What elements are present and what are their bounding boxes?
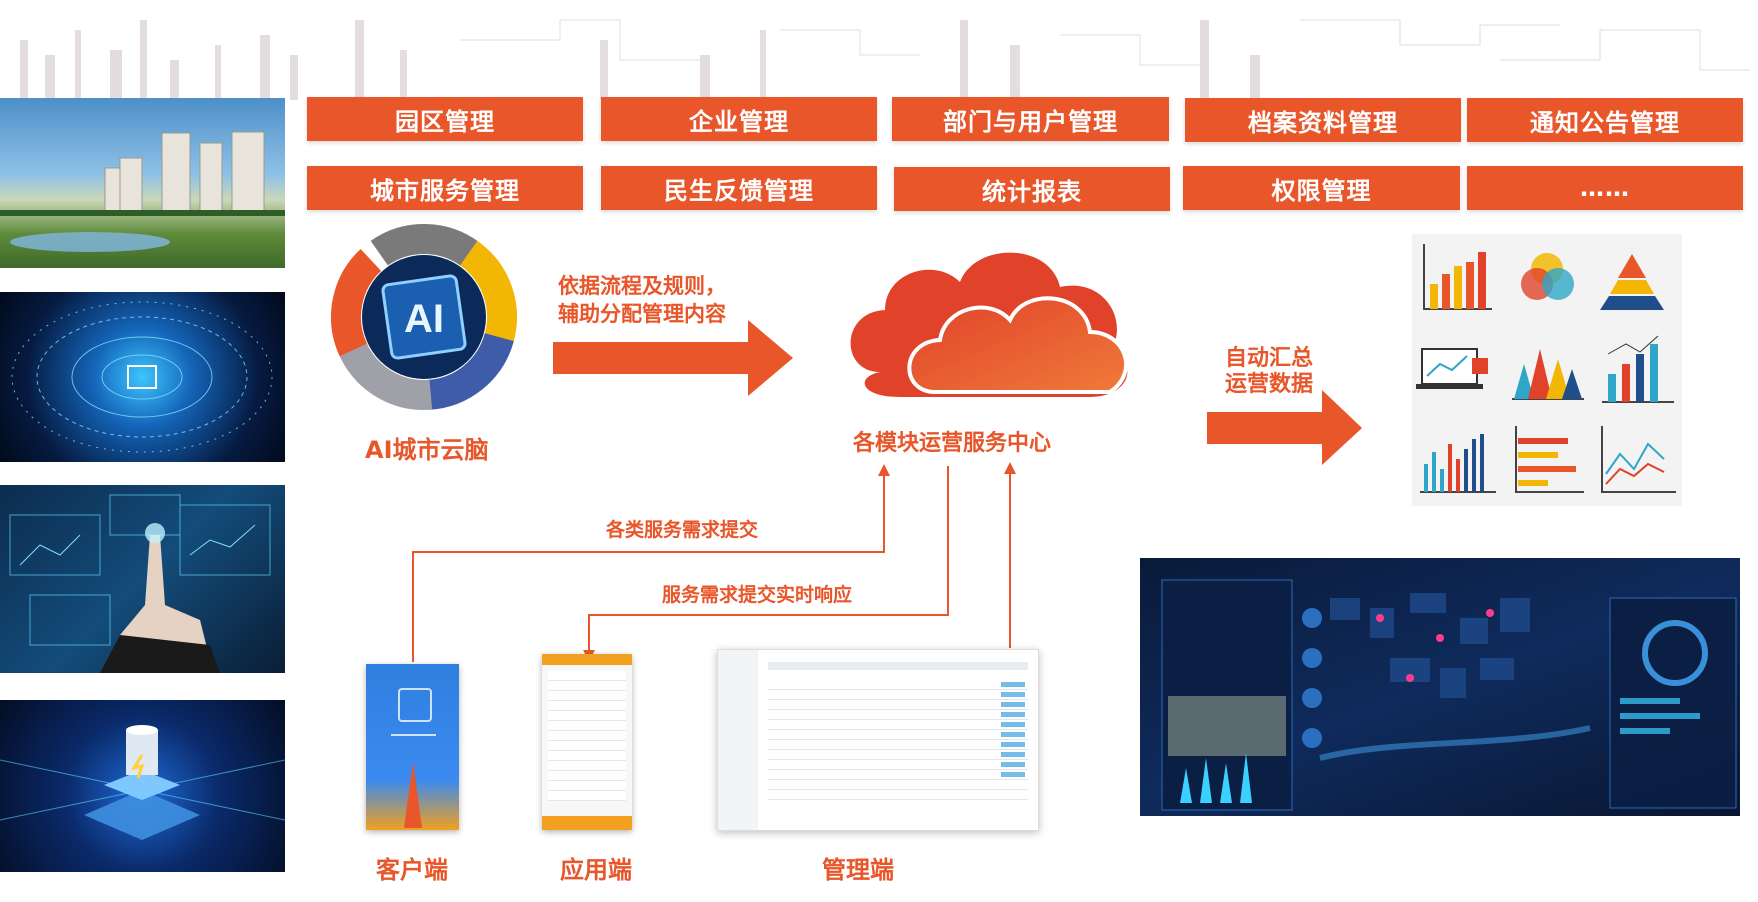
module-more[interactable]: ……	[1467, 166, 1743, 210]
customer-app-screen	[366, 664, 459, 830]
auto-summary-line2: 运营数据	[1225, 372, 1314, 397]
module-archive[interactable]: 档案资料管理	[1185, 98, 1461, 142]
customer-label: 客户端	[376, 856, 448, 884]
stats-chart-icons	[1412, 234, 1682, 506]
cloud-icon	[850, 252, 1129, 397]
response-text: 服务需求提交实时响应	[662, 584, 853, 606]
module-permission[interactable]: 权限管理	[1183, 166, 1460, 210]
combo-chart-icon	[1602, 335, 1674, 403]
laptop-chart-icon	[1416, 348, 1488, 389]
module-statistics[interactable]: 统计报表	[894, 167, 1170, 211]
rule-text-line1: 依据流程及规则，	[558, 274, 726, 298]
ai-brain-icon: AI	[330, 224, 517, 410]
module-city-service[interactable]: 城市服务管理	[307, 166, 583, 210]
touch-hand-photo	[0, 485, 285, 673]
admin-label: 管理端	[822, 856, 894, 884]
module-park[interactable]: 园区管理	[307, 97, 583, 141]
pyramid-chart-icon	[1600, 254, 1664, 310]
ai-brain-label: AI城市云脑	[365, 436, 489, 464]
skyline-background	[20, 19, 1750, 100]
module-enterprise[interactable]: 企业管理	[601, 97, 877, 141]
mountain-chart-icon	[1512, 349, 1584, 400]
bar-chart-icon	[1423, 244, 1492, 310]
arrow-right-icon	[553, 320, 793, 396]
tech-chip-photo	[0, 700, 285, 872]
module-notice[interactable]: 通知公告管理	[1467, 98, 1743, 142]
module-department-user[interactable]: 部门与用户管理	[892, 97, 1169, 141]
venn-chart-icon	[1521, 253, 1574, 300]
auto-summary-line1: 自动汇总	[1225, 346, 1314, 371]
center-label: 各模块运营服务中心	[853, 431, 1052, 456]
rule-text-line2: 辅助分配管理内容	[558, 302, 726, 326]
submit-text: 各类服务需求提交	[606, 519, 759, 541]
building-photo	[0, 98, 285, 268]
app-label: 应用端	[560, 856, 632, 884]
digital-circle-photo	[0, 292, 285, 462]
column-chart-icon	[1420, 434, 1496, 493]
dashboard-screen	[1140, 558, 1740, 816]
line-chart-icon	[1601, 426, 1676, 493]
app-end-screen	[542, 654, 632, 830]
arrow-right-icon	[1207, 390, 1362, 465]
horizontal-bar-icon	[1515, 426, 1584, 493]
module-livelihood-feedback[interactable]: 民生反馈管理	[601, 166, 877, 210]
ai-chip-text: AI	[404, 297, 444, 341]
admin-web-screen	[717, 649, 1039, 831]
